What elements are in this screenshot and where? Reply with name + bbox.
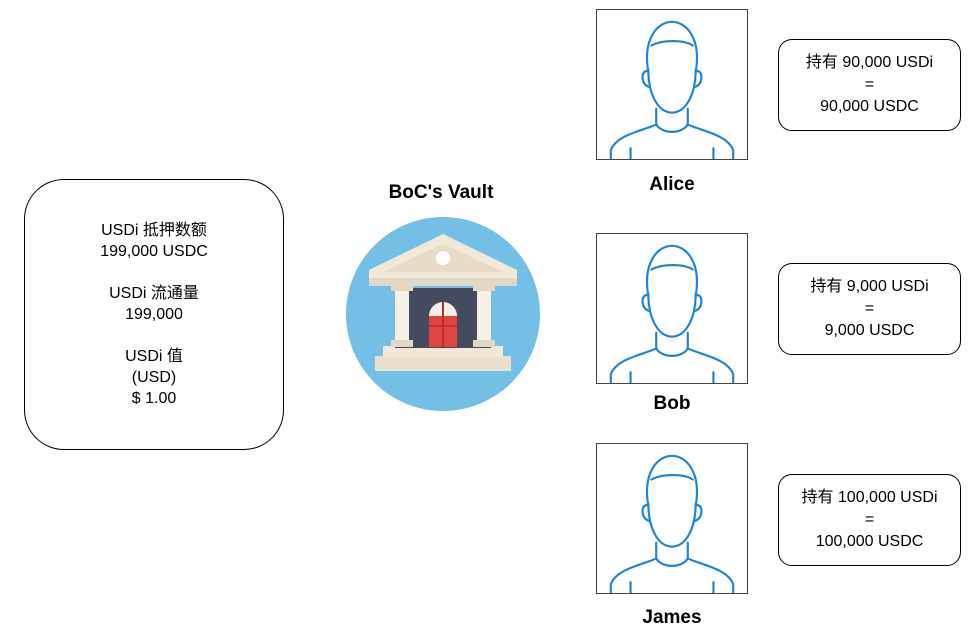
user-avatar-icon [609,20,735,159]
james-avatar [596,443,748,594]
alice-holding-box: 持有 90,000 USDi = 90,000 USDC [778,39,961,131]
vault-title: BoC's Vault [388,182,494,203]
supply-label: USDi 流通量 [109,285,199,302]
value-amount: $ 1.00 [131,390,177,407]
collateral-group: USDi 抵押数额 199,000 USDC [100,220,208,262]
bob-avatar [596,233,748,384]
value-label: USDi 值 [125,348,183,365]
holding-amount: 持有 100,000 USDi [801,489,938,506]
user-name-james: James [642,607,702,628]
bank-icon [345,216,541,412]
alice-avatar [596,9,748,160]
equals-sign: = [864,300,875,317]
holding-equivalent: 90,000 USDC [820,98,919,115]
holding-equivalent: 100,000 USDC [815,533,924,550]
collateral-value: 199,000 USDC [100,243,208,260]
user-avatar-icon [609,244,735,383]
bob-holding-box: 持有 9,000 USDi = 9,000 USDC [778,263,961,355]
supply-value: 199,000 [125,306,183,323]
value-unit: (USD) [131,369,177,386]
user-name-alice: Alice [649,174,695,195]
holding-amount: 持有 90,000 USDi [805,54,934,71]
james-holding-box: 持有 100,000 USDi = 100,000 USDC [778,474,961,566]
equals-sign: = [864,76,875,93]
holding-amount: 持有 9,000 USDi [810,278,929,295]
user-name-bob: Bob [653,393,691,414]
value-group: USDi 值 (USD) $ 1.00 [125,346,183,409]
collateral-label: USDi 抵押数额 [101,222,207,239]
user-avatar-icon [609,454,735,593]
usdi-stats-box: USDi 抵押数额 199,000 USDC USDi 流通量 199,000 … [24,179,284,450]
holding-equivalent: 9,000 USDC [824,322,915,339]
supply-group: USDi 流通量 199,000 [109,283,199,325]
equals-sign: = [864,511,875,528]
